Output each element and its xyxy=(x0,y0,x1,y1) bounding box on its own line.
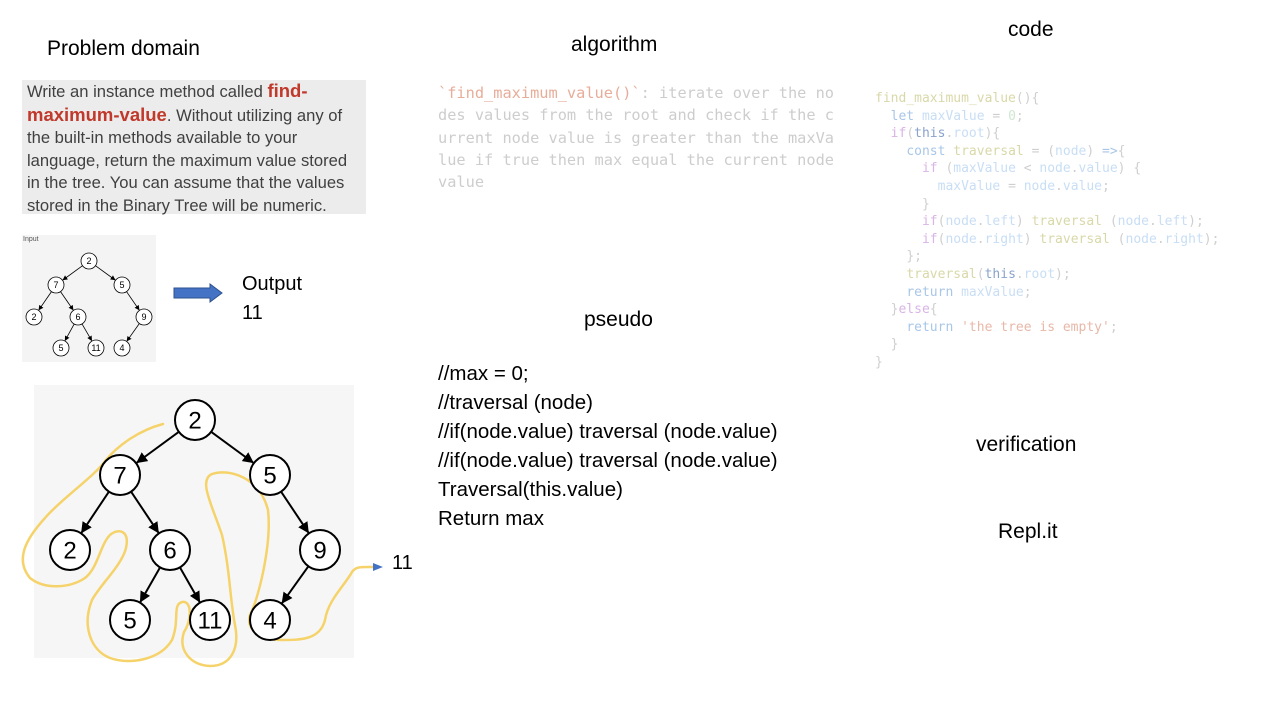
tree-edge xyxy=(126,291,140,311)
code-line: } xyxy=(921,196,930,212)
tree-edge xyxy=(81,323,93,342)
input-label: Input xyxy=(23,236,39,243)
tree-edge xyxy=(64,323,75,341)
problem-text-after: . Without utilizing any of the built-in … xyxy=(27,105,348,215)
tree-edge xyxy=(126,323,140,342)
traversal-diagram-panel xyxy=(34,385,354,658)
tree-edge xyxy=(62,265,83,281)
tree-node xyxy=(87,339,105,357)
code-line: if(this.root){ xyxy=(890,126,1001,142)
algorithm-text: : iterate over the nodes values from the… xyxy=(438,84,844,192)
tree-edge xyxy=(38,291,52,311)
tree-node xyxy=(113,339,131,357)
problem-text-before: Write an instance method called xyxy=(27,82,268,101)
repl-heading: Repl.it xyxy=(998,520,1058,543)
example-input-panel: Input 2 7 5 2 6 9 5 11 4 xyxy=(22,235,156,362)
code-line: if(node.left) traversal (node.left); xyxy=(921,214,1204,230)
arrow-right-icon xyxy=(173,283,223,303)
code-heading: code xyxy=(1008,18,1054,41)
pseudo-code: //max = 0; //traversal (node) //if(node.va… xyxy=(438,359,778,533)
code-line: traversal(this.root); xyxy=(906,266,1071,282)
algorithm-function-name: `find_maximum_value()` xyxy=(438,84,641,102)
code-line: const traversal = (node) =>{ xyxy=(906,143,1126,159)
tree-node-label: 2 xyxy=(31,312,36,322)
algorithm-description: `find_maximum_value()`: iterate over the… xyxy=(438,82,834,193)
code-line: find_maximum_value(){ xyxy=(875,91,1040,106)
tree-node xyxy=(25,308,43,326)
pseudo-line: //max = 0; xyxy=(438,362,529,385)
code-line: } xyxy=(875,354,883,370)
code-line: } xyxy=(890,337,899,353)
code-line: return maxValue; xyxy=(906,284,1032,300)
tree-node-label: 7 xyxy=(53,280,58,290)
output-value: 11 xyxy=(242,302,263,324)
tree-node xyxy=(113,276,131,294)
code-line: }else{ xyxy=(890,302,938,318)
tree-node xyxy=(69,308,87,326)
tree-node-label: 5 xyxy=(119,280,124,290)
code-line: return 'the tree is empty'; xyxy=(906,319,1118,335)
pseudo-heading: pseudo xyxy=(584,308,653,331)
problem-description: Write an instance method called find-max… xyxy=(22,80,366,215)
verification-heading: verification xyxy=(976,433,1077,456)
pseudo-line: Traversal(this.value) xyxy=(438,478,623,501)
traversal-end-arrow-icon xyxy=(373,563,383,571)
result-value: 11 xyxy=(392,552,413,574)
code-line: if (maxValue < node.value) { xyxy=(921,161,1142,177)
tree-node-label: 5 xyxy=(58,343,63,353)
method-keyword: find-maximum-value xyxy=(27,80,308,125)
problem-domain-heading: Problem domain xyxy=(47,37,200,60)
output-label: Output xyxy=(242,273,303,295)
code-line: maxValue = node.value; xyxy=(937,178,1110,194)
pseudo-line: Return max xyxy=(438,507,544,530)
tree-node-label: 9 xyxy=(141,312,146,322)
tree-node-label: 4 xyxy=(119,343,124,353)
tree-node xyxy=(135,308,153,326)
tree-edge xyxy=(60,291,74,311)
code-line: if(node.right) traversal (node.right); xyxy=(921,231,1220,247)
tree-edge xyxy=(95,265,116,281)
small-tree-diagram: 2 7 5 2 6 9 5 11 4 xyxy=(25,252,153,357)
algorithm-heading: algorithm xyxy=(571,33,658,56)
tree-node-label: 2 xyxy=(86,256,91,266)
pseudo-line: //if(node.value) traversal (node.value) xyxy=(438,420,778,443)
code-block: find_maximum_value(){ let maxValue = 0; … xyxy=(875,90,1219,372)
pseudo-line: //traversal (node) xyxy=(438,391,593,414)
tree-node xyxy=(80,252,98,270)
tree-node-label: 11 xyxy=(91,343,100,353)
code-line: let maxValue = 0; xyxy=(890,108,1024,124)
pseudo-line: //if(node.value) traversal (node.value) xyxy=(438,449,778,472)
code-line: }; xyxy=(906,249,922,265)
tree-node xyxy=(52,339,70,357)
tree-node-label: 6 xyxy=(75,312,80,322)
tree-node xyxy=(47,276,65,294)
